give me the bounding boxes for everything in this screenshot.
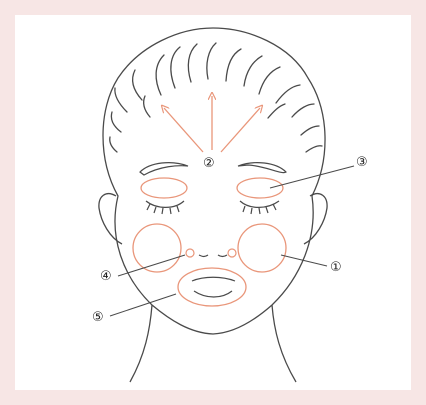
left-eyebrow (140, 163, 188, 175)
hair-strands (110, 43, 322, 152)
right-eyebrow (238, 163, 286, 173)
arrow-left (164, 108, 203, 152)
leader-four (118, 255, 185, 276)
left-eye (146, 201, 184, 214)
label-three: ③ (356, 155, 368, 170)
neck-right (272, 305, 296, 382)
right-ear (304, 194, 327, 244)
left-ear (99, 194, 122, 244)
right-cheek-zone (238, 224, 286, 272)
head-outline (103, 28, 325, 334)
label-four: ④ (100, 269, 112, 284)
mouth-zone (178, 268, 246, 306)
neck-left (130, 305, 152, 382)
leader-five (110, 294, 176, 316)
left-nostril-point (186, 249, 194, 257)
left-cheek-zone (133, 224, 181, 272)
left-eye-zone (141, 178, 187, 198)
label-one: ① (330, 260, 342, 275)
forehead-arrows (164, 96, 260, 152)
right-nostril-point (228, 249, 236, 257)
label-two: ② (203, 156, 215, 171)
right-eye-zone (237, 178, 283, 198)
arrow-right (221, 108, 260, 152)
mouth (192, 277, 235, 297)
nose (199, 255, 227, 257)
right-eye (240, 201, 279, 214)
label-five: ⑤ (92, 310, 104, 325)
leader-lines (110, 166, 354, 316)
